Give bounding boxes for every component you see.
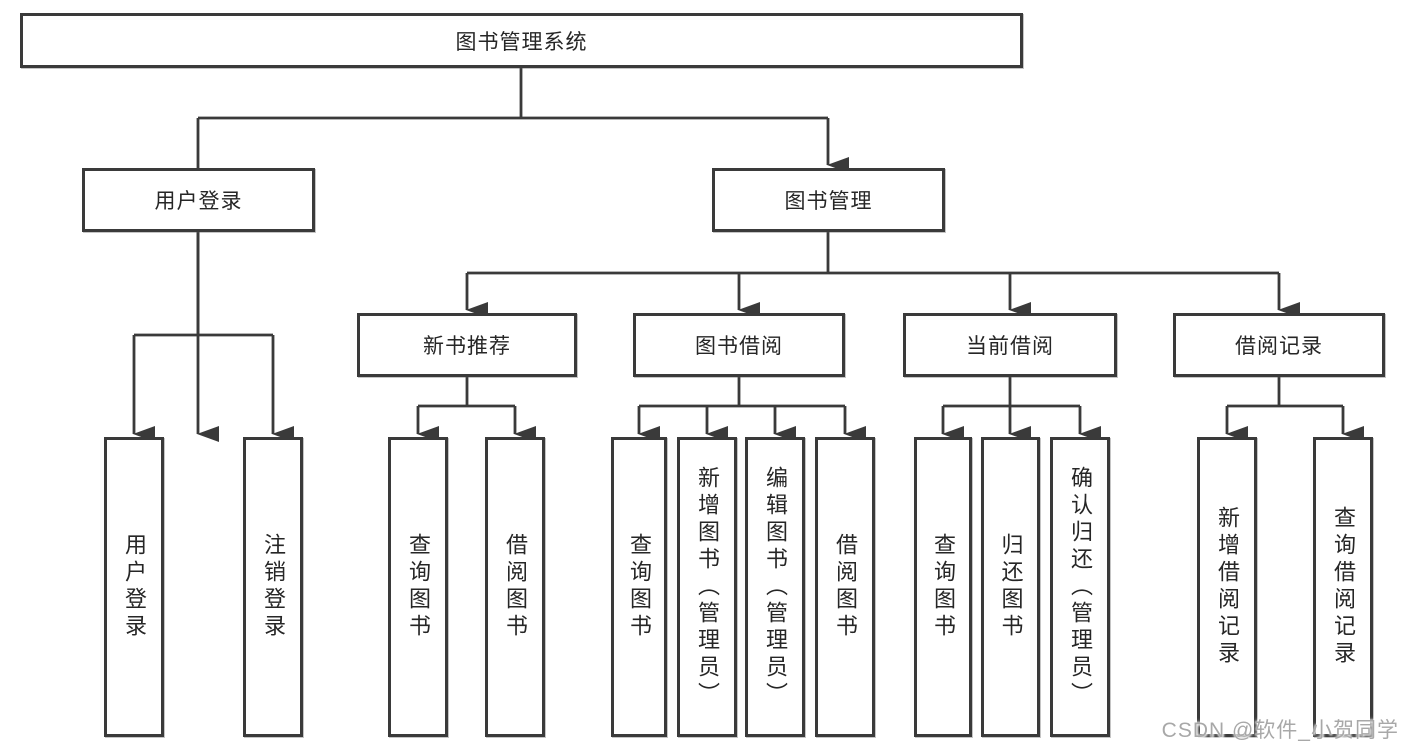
leaf-add-books-admin: 新增图书（管理员） bbox=[677, 437, 737, 737]
leaf-query-borrow-record: 查询借阅记录 bbox=[1313, 437, 1373, 737]
watermark: CSDN @软件_小贺同学 bbox=[1161, 719, 1399, 742]
connector-current-borrowing-to-leaves bbox=[941, 377, 1101, 442]
leaf-query-books-recommend: 查询图书 bbox=[388, 437, 448, 737]
leaf-logout-login: 注销登录 bbox=[243, 437, 303, 737]
leaf-borrow-books-recommend: 借阅图书 bbox=[485, 437, 545, 737]
node-current-borrowing: 当前借阅 bbox=[903, 313, 1117, 377]
leaf-return-books: 归还图书 bbox=[981, 437, 1040, 737]
leaf-query-books-borrowing: 查询图书 bbox=[611, 437, 667, 737]
node-new-book-recommendation: 新书推荐 bbox=[357, 313, 577, 377]
node-book-management: 图书管理 bbox=[712, 168, 945, 232]
node-library-management-system: 图书管理系统 bbox=[20, 13, 1023, 68]
connector-root-to-level2 bbox=[196, 68, 849, 442]
connector-new-book-to-leaves bbox=[416, 377, 536, 442]
connector-borrowing-records-to-leaves bbox=[1225, 377, 1364, 442]
node-user-login: 用户登录 bbox=[82, 168, 315, 232]
leaf-borrow-books: 借阅图书 bbox=[815, 437, 875, 737]
leaf-edit-books-admin: 编辑图书（管理员） bbox=[745, 437, 805, 737]
leaf-query-books-current: 查询图书 bbox=[914, 437, 972, 737]
connector-book-management-to-level3 bbox=[465, 232, 1300, 318]
connector-user-login-to-leaves bbox=[132, 232, 294, 442]
leaf-confirm-return-admin: 确认归还（管理员） bbox=[1050, 437, 1110, 737]
node-book-borrowing: 图书借阅 bbox=[633, 313, 845, 377]
node-borrowing-records: 借阅记录 bbox=[1173, 313, 1385, 377]
leaf-user-login: 用户登录 bbox=[104, 437, 164, 737]
connector-book-borrowing-to-leaves bbox=[637, 377, 866, 442]
leaf-add-borrow-record: 新增借阅记录 bbox=[1197, 437, 1257, 737]
